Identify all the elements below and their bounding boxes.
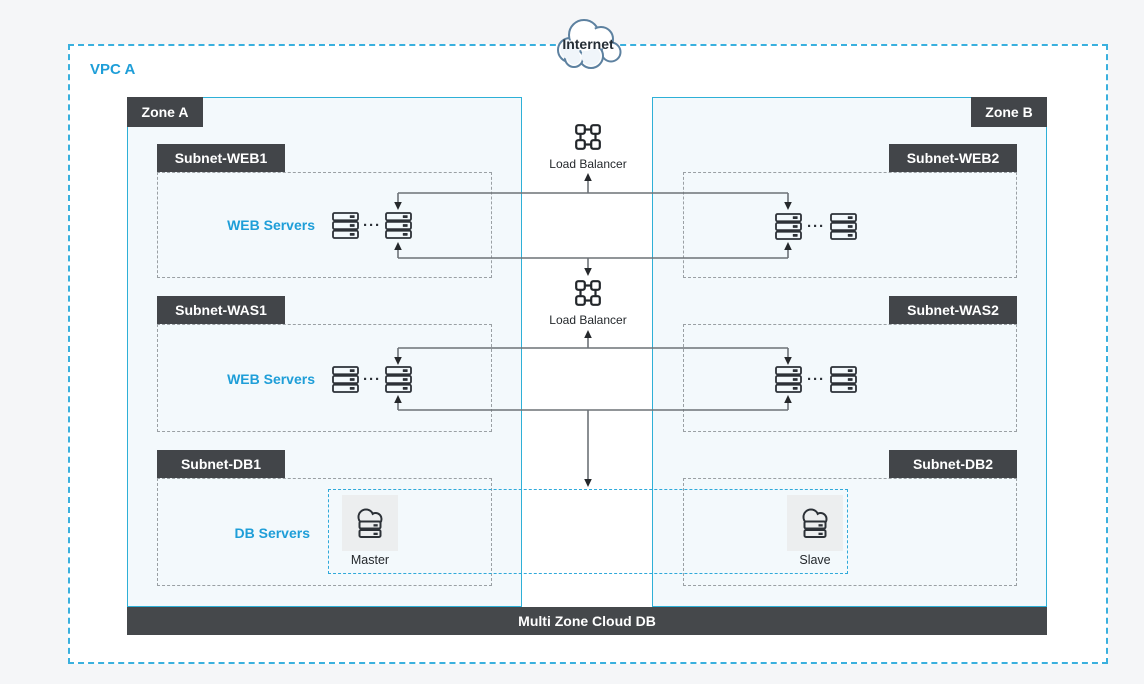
subnet-db1-box [157,478,492,586]
server-ellipsis: ··· [807,371,825,388]
subnet-db2-label: Subnet-DB2 [889,450,1017,478]
server-ellipsis: ··· [807,218,825,235]
load-balancer-icon [573,278,603,308]
web-servers-label-web1: WEB Servers [227,217,315,233]
subnet-web2-label: Subnet-WEB2 [889,144,1017,172]
load-balancer-label-1: Load Balancer [549,157,627,171]
server-ellipsis: ··· [363,217,381,234]
server-ellipsis: ··· [363,371,381,388]
server-rack-icon [830,366,857,393]
master-db-label: Master [350,553,390,567]
vpc-label: VPC A [90,61,136,78]
internet-label: Internet [562,36,614,52]
server-rack-icon [775,213,802,240]
slave-db-label: Slave [799,553,831,567]
db-servers-label-db1: DB Servers [234,525,311,541]
multi-zone-cloud-db-bar: Multi Zone Cloud DB [127,607,1047,635]
server-rack-icon [332,366,359,393]
load-balancer-label-2: Load Balancer [549,313,627,327]
zone-b-header: Zone B [971,97,1047,127]
subnet-was1-box [157,324,492,432]
server-rack-icon [385,212,412,239]
subnet-was1-label: Subnet-WAS1 [157,296,285,324]
subnet-web2-box [683,172,1017,278]
cloud-database-icon [787,495,843,551]
subnet-was2-label: Subnet-WAS2 [889,296,1017,324]
subnet-db2-box [683,478,1017,586]
zone-a-header: Zone A [127,97,203,127]
server-rack-icon [385,366,412,393]
load-balancer-icon [573,122,603,152]
subnet-web1-box [157,172,492,278]
server-rack-icon [775,366,802,393]
server-rack-icon [830,213,857,240]
subnet-db1-label: Subnet-DB1 [157,450,285,478]
subnet-web1-label: Subnet-WEB1 [157,144,285,172]
db-replication-group-box [328,489,848,574]
cloud-database-icon [342,495,398,551]
subnet-was2-box [683,324,1017,432]
server-rack-icon [332,212,359,239]
web-servers-label-was1: WEB Servers [227,371,315,387]
